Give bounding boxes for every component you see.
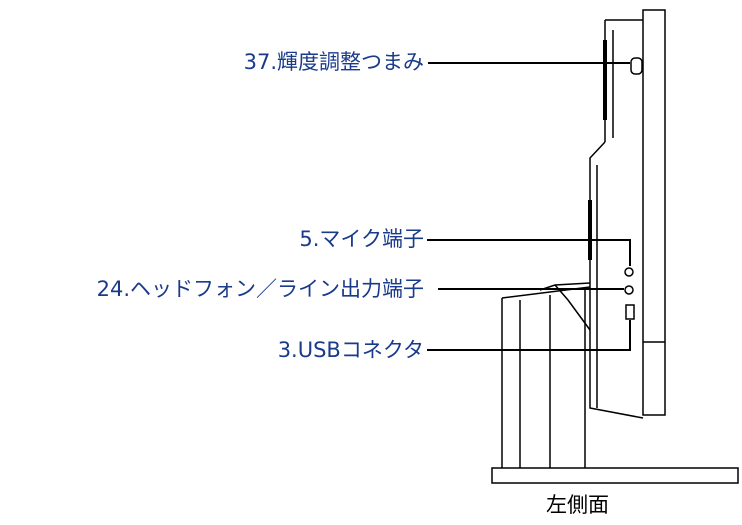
usb-port [625, 304, 635, 320]
label-brightness-knob: 37.輝度調整つまみ [243, 50, 424, 74]
caption-left-side: 左側面 [546, 493, 609, 517]
upper-vent [603, 40, 607, 120]
monitor-back-panel [642, 9, 666, 416]
stand-column [501, 286, 591, 468]
lower-vent [588, 200, 592, 260]
lower-side-frame [589, 141, 644, 419]
stand-arm [539, 282, 591, 331]
leader-line-usb [427, 320, 631, 351]
headphone-jack [624, 285, 634, 295]
upper-side-frame [604, 19, 643, 142]
mic-jack [624, 267, 634, 277]
brightness-knob [630, 57, 643, 75]
stand-base [491, 467, 739, 484]
label-usb-connector: 3.USBコネクタ [277, 338, 424, 362]
leader-line-mic [427, 239, 631, 266]
label-mic-jack: 5.マイク端子 [299, 227, 424, 251]
label-headphone-jack: 24.ヘッドフォン／ライン出力端子 [96, 277, 424, 301]
